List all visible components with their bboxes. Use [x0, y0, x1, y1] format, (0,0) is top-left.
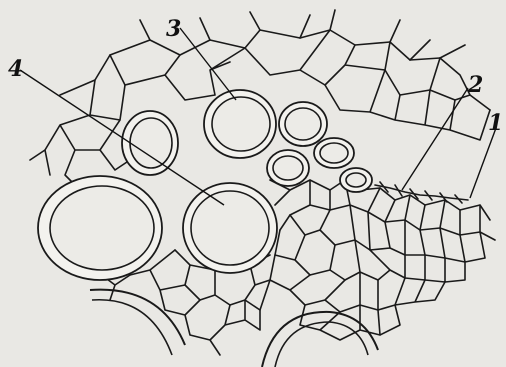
- vessel-large-left: [38, 176, 162, 280]
- vessel-large-center: [183, 183, 277, 273]
- label-4: 4: [8, 56, 23, 82]
- vessel-3: [204, 90, 276, 158]
- label-1: 1: [488, 110, 503, 136]
- label-2: 2: [467, 72, 483, 98]
- label-3: 3: [166, 16, 181, 42]
